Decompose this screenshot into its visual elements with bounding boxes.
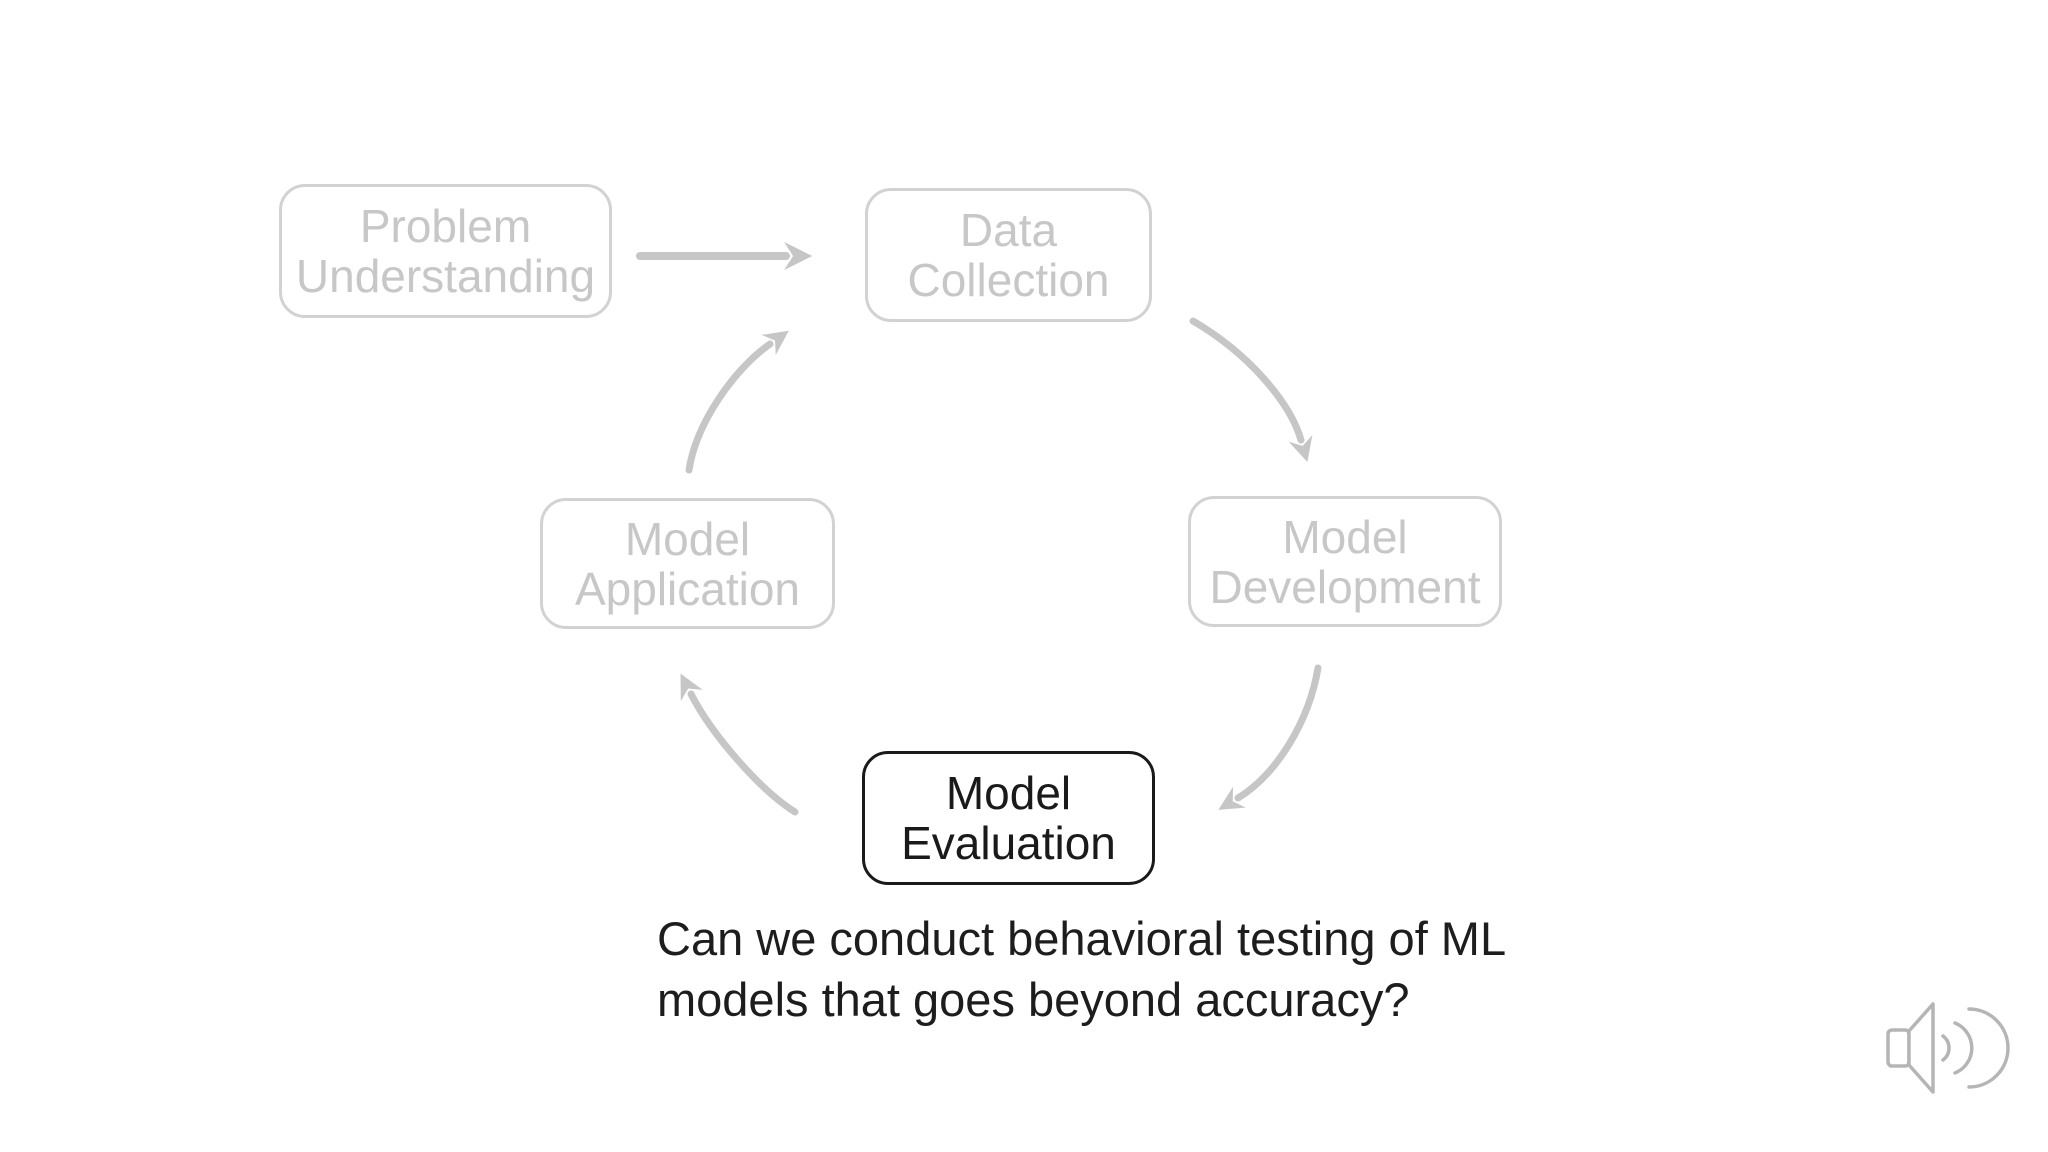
node-label-line: Model	[1282, 510, 1408, 563]
node-label-line: Collection	[907, 254, 1110, 306]
node-model-evaluation: Model Evaluation	[862, 751, 1155, 885]
sound-wave-small	[1941, 1034, 1951, 1062]
arrow-model-application-to-data-collection	[685, 330, 789, 474]
caption: Can we conduct behavioral testing of ML …	[657, 908, 1506, 1030]
node-model-development: Model Development	[1188, 496, 1502, 627]
node-problem-understanding: Problem Understanding	[279, 184, 612, 318]
speaker-body	[1886, 1028, 1911, 1068]
audio-playback-button[interactable]	[1884, 1000, 2010, 1096]
sound-wave-medium	[1953, 1021, 1974, 1075]
arrow-model-evaluation-to-model-application	[680, 673, 799, 816]
node-label-line: Evaluation	[901, 817, 1116, 869]
node-data-collection: Data Collection	[865, 188, 1152, 322]
caption-line-2: models that goes beyond accuracy?	[657, 973, 1410, 1026]
caption-line-1: Can we conduct behavioral testing of ML	[657, 912, 1507, 965]
arrow-model-development-to-model-evaluation	[1218, 664, 1322, 810]
node-label-line: Application	[574, 562, 801, 615]
arrow-data-collection-to-model-development	[1189, 317, 1313, 463]
sound-wave-large	[1967, 1007, 2010, 1089]
node-label-line: Model	[624, 512, 751, 565]
node-model-application: Model Application	[540, 498, 835, 629]
node-label-line: Data	[959, 204, 1058, 256]
node-label-line: Understanding	[295, 250, 596, 302]
node-label-line: Development	[1209, 560, 1481, 613]
speaker-audio-icon	[1886, 1002, 2010, 1094]
node-label-line: Problem	[359, 200, 532, 252]
speaker-cone	[1907, 1002, 1935, 1094]
node-label-line: Model	[945, 767, 1072, 819]
